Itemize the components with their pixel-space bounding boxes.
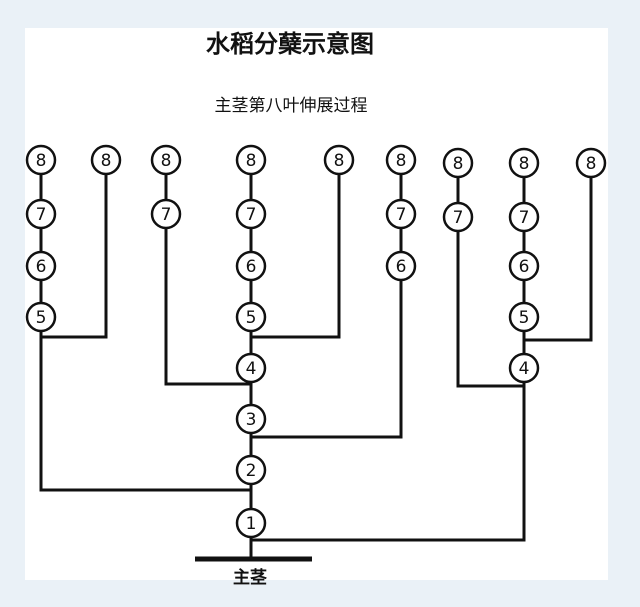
- tiller-node-4-node-7: 7: [150, 198, 182, 230]
- main-stem-node-6: 6: [235, 250, 267, 282]
- node-circle: [235, 352, 267, 384]
- tiller-node-1-node-5: 5: [508, 301, 540, 333]
- node-label: 8: [101, 151, 112, 171]
- node-label: 4: [246, 359, 257, 379]
- node-circle: [508, 250, 540, 282]
- tiller-node-3-node-7: 7: [385, 198, 417, 230]
- node-label: 5: [246, 308, 257, 328]
- tiller-node-2-secondary-node-8: 8: [90, 144, 122, 176]
- node-circle: [235, 198, 267, 230]
- tiller-node-1-left-node-7: 7: [442, 201, 474, 233]
- node-label: 3: [246, 410, 257, 430]
- node-label: 8: [334, 151, 345, 171]
- node-label: 6: [246, 257, 257, 277]
- node-circle: [235, 301, 267, 333]
- tiller-node-5-node-8: 8: [323, 144, 355, 176]
- node-label: 7: [453, 208, 464, 228]
- tiller-node-1-left-node-8: 8: [442, 147, 474, 179]
- node-circle: [385, 198, 417, 230]
- node-circle: [150, 198, 182, 230]
- node-label: 6: [519, 257, 530, 277]
- tiller-node-1-node-4: 4: [508, 352, 540, 384]
- tiller-node-4-node-8: 8: [150, 144, 182, 176]
- tiller-node-1-right-node-8: 8: [575, 147, 607, 179]
- node-label: 2: [246, 461, 257, 481]
- node-circle: [25, 301, 57, 333]
- node-label: 7: [246, 205, 257, 225]
- main-stem-node-8: 8: [235, 144, 267, 176]
- node-label: 6: [396, 257, 407, 277]
- base-label: 主茎: [233, 567, 267, 588]
- tiller-node-1-node-7: 7: [508, 201, 540, 233]
- node-circle: [235, 403, 267, 435]
- main-stem-node-4: 4: [235, 352, 267, 384]
- node-circle: [508, 201, 540, 233]
- diagram-subtitle: 主茎第八叶伸展过程: [215, 96, 368, 116]
- tiller-node-3-node-6: 6: [385, 250, 417, 282]
- node-circle: [385, 250, 417, 282]
- node-circle: [442, 201, 474, 233]
- node-circle: [323, 144, 355, 176]
- node-label: 8: [246, 151, 257, 171]
- tiller-node-2-node-7: 7: [25, 198, 57, 230]
- node-circle: [150, 144, 182, 176]
- tiller-node-1-node-8: 8: [508, 147, 540, 179]
- leaf-nodes: 1 2 3 4 5 6 7 8 5 6 7 8 8 7 8 8 6 7 8 4 5 6 7 8 7 8 8: [25, 144, 607, 539]
- node-circle: [442, 147, 474, 179]
- node-circle: [25, 198, 57, 230]
- node-circle: [235, 144, 267, 176]
- node-circle: [508, 301, 540, 333]
- diagram-title: 水稻分蘖示意图: [206, 30, 374, 58]
- node-circle: [508, 147, 540, 179]
- node-label: 7: [396, 205, 407, 225]
- node-label: 8: [396, 151, 407, 171]
- node-label: 7: [36, 205, 47, 225]
- node-label: 1: [246, 514, 257, 534]
- tiller-node-3-node-8: 8: [385, 144, 417, 176]
- node-label: 8: [453, 154, 464, 174]
- node-circle: [385, 144, 417, 176]
- node-circle: [235, 250, 267, 282]
- main-stem-node-5: 5: [235, 301, 267, 333]
- main-stem-node-7: 7: [235, 198, 267, 230]
- node-circle: [235, 507, 267, 539]
- node-label: 5: [36, 308, 47, 328]
- node-circle: [90, 144, 122, 176]
- tiller-node-2-node-6: 6: [25, 250, 57, 282]
- main-stem-node-2: 2: [235, 454, 267, 486]
- node-circle: [575, 147, 607, 179]
- node-label: 8: [161, 151, 172, 171]
- node-circle: [25, 250, 57, 282]
- tiller-node-2-node-5: 5: [25, 301, 57, 333]
- node-circle: [25, 144, 57, 176]
- node-label: 4: [519, 359, 530, 379]
- tiller-node-2-node-8: 8: [25, 144, 57, 176]
- node-label: 8: [586, 154, 597, 174]
- node-label: 8: [36, 151, 47, 171]
- node-circle: [235, 454, 267, 486]
- node-label: 5: [519, 308, 530, 328]
- node-label: 7: [161, 205, 172, 225]
- tiller-node-1-node-6: 6: [508, 250, 540, 282]
- node-label: 6: [36, 257, 47, 277]
- main-stem-node-3: 3: [235, 403, 267, 435]
- main-stem-node-1: 1: [235, 507, 267, 539]
- diagram-panel: [25, 28, 608, 580]
- node-label: 7: [519, 208, 530, 228]
- node-label: 8: [519, 154, 530, 174]
- node-circle: [508, 352, 540, 384]
